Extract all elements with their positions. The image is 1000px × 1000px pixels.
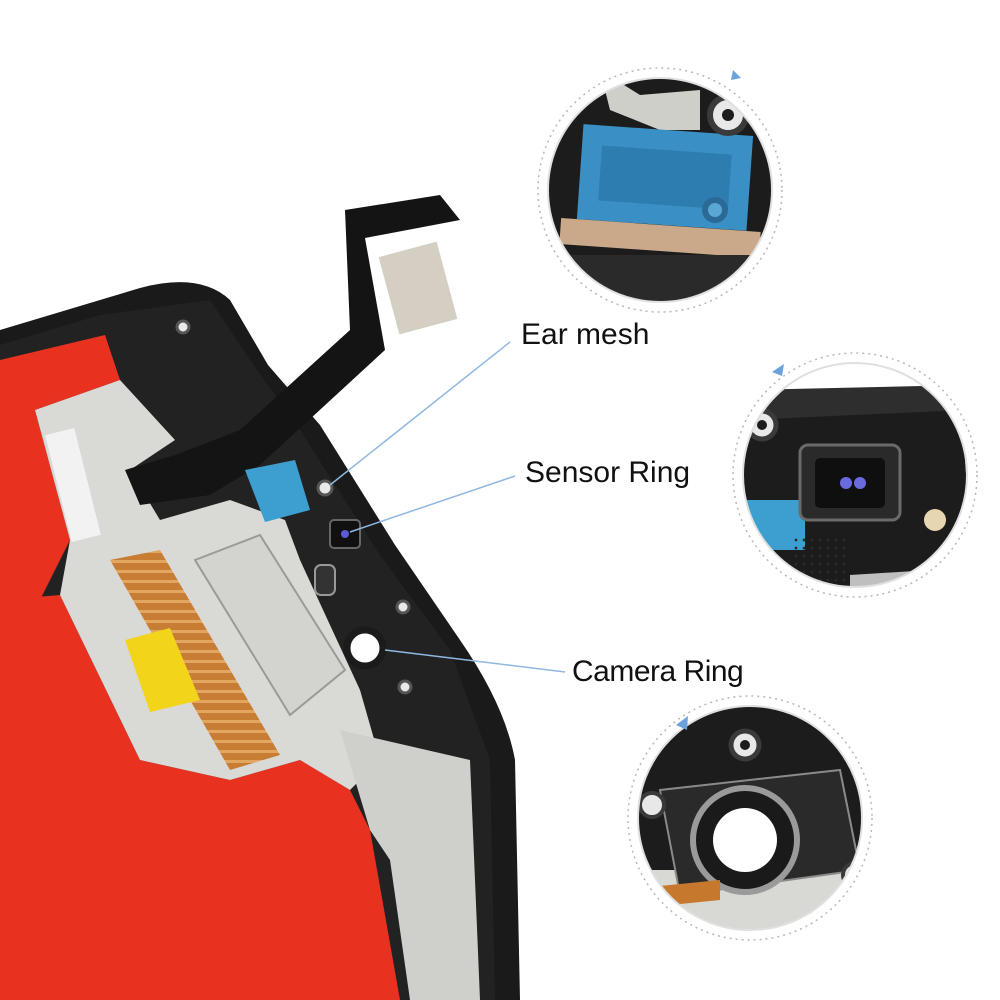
serial-sticker [45, 428, 101, 542]
camera-ring-label: Camera Ring [572, 655, 744, 688]
callout-line-camera [384, 649, 566, 673]
screw [175, 319, 191, 335]
zoom-circle-camera-ring [627, 695, 873, 941]
ear-mesh-film [245, 460, 310, 522]
red-backing [0, 335, 120, 600]
copper-flex [110, 550, 280, 770]
screw [397, 679, 413, 695]
red-backing-lower [0, 595, 400, 1000]
arrow-icon [772, 364, 784, 376]
flex-connector-plate [378, 241, 458, 335]
yellow-tape [125, 628, 200, 712]
mic-grille [314, 564, 336, 596]
arrow-icon [731, 70, 741, 80]
screw [316, 479, 334, 497]
zoom-circle-ear-mesh [537, 67, 783, 313]
screw [395, 599, 411, 615]
zoom-circle-sensor-ring [732, 352, 978, 598]
callout-lines [329, 341, 566, 673]
callout-line-sensor [349, 475, 516, 533]
sensor-ring-label: Sensor Ring [525, 456, 691, 489]
ear-mesh-label: Ear mesh [521, 318, 650, 351]
display-flex-cable [125, 195, 460, 505]
metal-plate-right [340, 730, 480, 1000]
arrow-icon [676, 716, 688, 730]
shield-box [193, 533, 347, 717]
phone-screen-assembly [0, 195, 520, 1000]
callout-line-ear [329, 341, 511, 486]
camera-ring-part [343, 626, 387, 670]
